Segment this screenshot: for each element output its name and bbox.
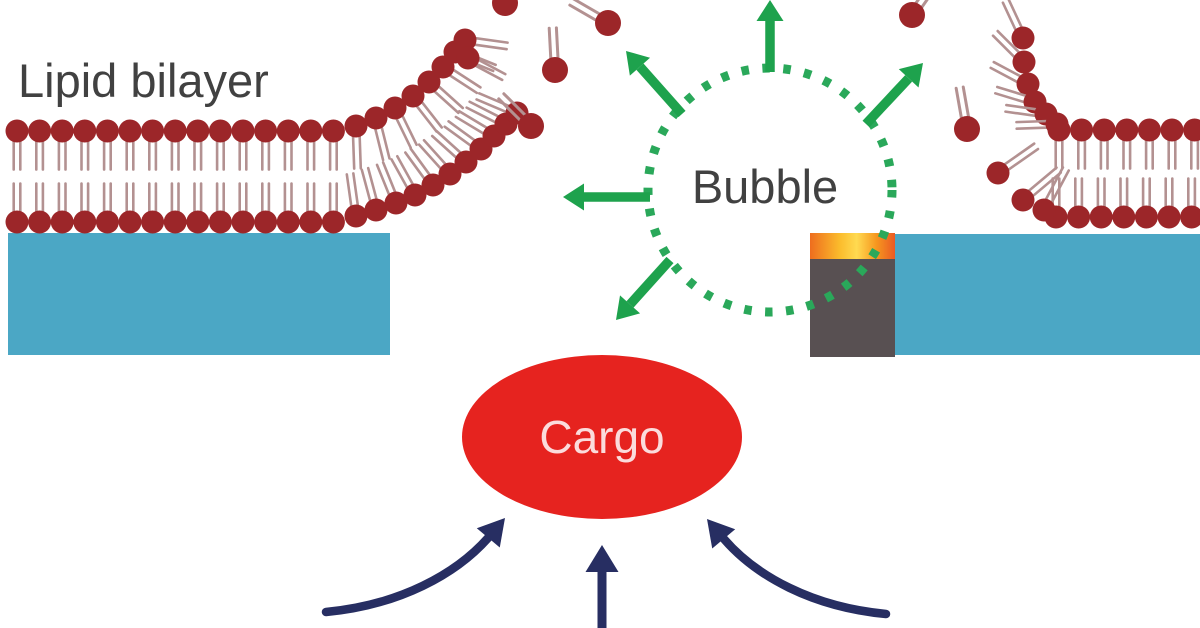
bubble-label: Bubble [692,160,838,213]
cargo-label: Cargo [539,411,664,463]
heater-block [810,233,895,357]
cargo-ellipse [462,355,742,519]
lipid-bilayer-label: Lipid bilayer [18,54,269,107]
substrate-right [895,234,1200,355]
bubble-dashed-circle [643,63,897,317]
arrows-layer [321,0,923,628]
substrate-left [8,233,390,355]
lipid-molecules-layer [5,0,1200,234]
